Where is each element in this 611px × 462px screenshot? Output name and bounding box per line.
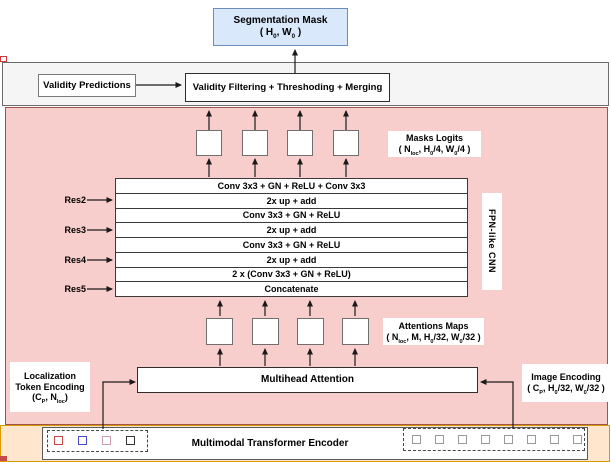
- stack-row-up-add-1: 2x up + add: [116, 193, 467, 209]
- segmentation-mask-title: Segmentation Mask: [233, 15, 328, 26]
- image-token-square-6: [527, 435, 536, 444]
- stack-row-conv-1: Conv 3x3 + GN + ReLU: [116, 208, 467, 224]
- validity-filtering-node: Validity Filtering + Threshoding + Mergi…: [185, 73, 390, 102]
- validity-filtering-label: Validity Filtering + Threshoding + Mergi…: [192, 81, 383, 93]
- segmentation-mask-node: Segmentation Mask ( H0, W0 ): [213, 8, 348, 46]
- multihead-attention-label: Multihead Attention: [261, 374, 354, 385]
- token-square-red: [54, 436, 63, 445]
- image-token-square-7: [550, 435, 559, 444]
- token-square-blue: [78, 436, 87, 445]
- mask-logit-square-2: [242, 130, 268, 156]
- image-encoding-dims: ( CP, H0/32, W0/32 ): [527, 383, 605, 396]
- attentions-maps-label: Attentions Maps ( Nloc, M, H0/32, W0/32 …: [383, 318, 484, 345]
- mask-logit-square-3: [287, 130, 313, 156]
- image-encoding-label: Image Encoding ( CP, H0/32, W0/32 ): [522, 364, 610, 402]
- validity-predictions-label: Validity Predictions: [43, 79, 131, 91]
- image-token-square-3: [458, 435, 467, 444]
- multihead-attention-node: Multihead Attention: [137, 367, 478, 393]
- red-mark-artifact-bottom: [0, 456, 7, 461]
- attention-map-square-4: [342, 318, 369, 345]
- multimodal-transformer-encoder-label: Multimodal Transformer Encoder: [191, 437, 349, 449]
- res5-label: Res5: [64, 284, 86, 294]
- image-token-square-4: [481, 435, 490, 444]
- image-token-square-2: [435, 435, 444, 444]
- masks-logits-title: Masks Logits: [405, 133, 463, 144]
- attentions-maps-title: Attentions Maps: [398, 320, 469, 331]
- res2-label: Res2: [64, 195, 86, 205]
- image-encoding-title: Image Encoding: [531, 372, 601, 383]
- stack-row-conv-top: Conv 3x3 + GN + ReLU + Conv 3x3: [116, 179, 467, 194]
- stack-row-conv-2: Conv 3x3 + GN + ReLU: [116, 238, 467, 253]
- token-square-pink: [102, 436, 111, 445]
- localization-dims: (CP, Nloc): [32, 392, 68, 406]
- mask-logit-square-4: [333, 130, 359, 156]
- stack-row-up-add-2: 2x up + add: [116, 223, 467, 238]
- masks-logits-label: Masks Logits ( Nloc, H0/4, W0/4 ): [388, 131, 481, 157]
- attention-map-square-2: [252, 318, 279, 345]
- token-square-black: [126, 436, 135, 445]
- image-token-square-8: [573, 435, 582, 444]
- image-token-square-1: [412, 435, 421, 444]
- attention-map-square-3: [297, 318, 324, 345]
- fpn-like-cnn-label: FPN-like CNN: [482, 193, 502, 290]
- attentions-maps-dims: ( Nloc, M, H0/32, W0/32 ): [386, 331, 481, 345]
- image-token-square-5: [504, 435, 513, 444]
- segmentation-mask-dims: ( H0, W0 ): [259, 27, 302, 40]
- stack-row-up-add-3: 2x up + add: [116, 252, 467, 268]
- red-mark-artifact-top: [0, 56, 7, 62]
- fpn-stack: Conv 3x3 + GN + ReLU + Conv 3x3 2x up + …: [115, 178, 468, 297]
- localization-title: Localization Token Encoding: [15, 370, 85, 392]
- localization-token-encoding-label: Localization Token Encoding (CP, Nloc): [10, 362, 90, 412]
- mask-logit-square-1: [196, 130, 222, 156]
- validity-predictions-node: Validity Predictions: [38, 74, 136, 97]
- image-tokens-group: [403, 428, 585, 451]
- res3-label: Res3: [64, 225, 86, 235]
- stack-row-concatenate: Concatenate: [116, 282, 467, 296]
- res4-label: Res4: [64, 255, 86, 265]
- attention-map-square-1: [206, 318, 233, 345]
- localization-tokens-group: [47, 430, 148, 452]
- masks-logits-dims: ( Nloc, H0/4, W0/4 ): [398, 144, 471, 157]
- stack-row-conv-double: 2 x (Conv 3x3 + GN + ReLU): [116, 267, 467, 283]
